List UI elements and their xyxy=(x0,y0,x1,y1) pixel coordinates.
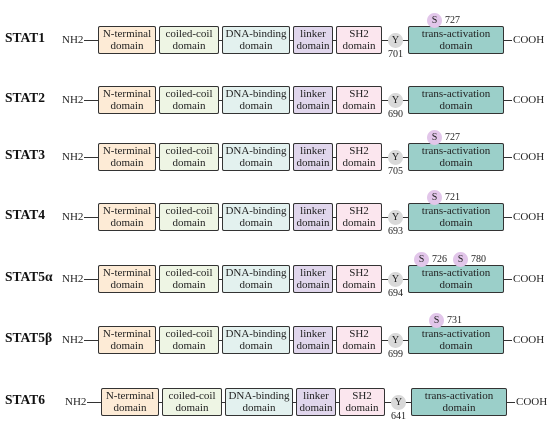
sh2-domain: SH2 domain xyxy=(336,326,382,354)
serine-marker: S xyxy=(429,313,444,328)
n-terminal-domain: N-terminal domain xyxy=(98,265,156,293)
c-terminus-label: COOH xyxy=(516,396,548,408)
trans-activation-domain: trans-activation domain xyxy=(408,86,504,114)
n-terminal-domain: N-terminal domain xyxy=(98,86,156,114)
serine-position: 780 xyxy=(471,254,486,265)
sh2-domain: SH2 domain xyxy=(336,86,382,114)
sh2-domain: SH2 domain xyxy=(336,143,382,171)
serine-position: 721 xyxy=(445,192,460,203)
dna-binding-domain: DNA-binding domain xyxy=(222,26,290,54)
n-terminus-label: NH2 xyxy=(62,34,84,46)
linker-domain: linker domain xyxy=(293,265,333,293)
tyrosine-marker: Y xyxy=(388,333,403,348)
linker-domain: linker domain xyxy=(293,26,333,54)
tyrosine-position: 705 xyxy=(388,166,403,177)
protein-name: STAT5α xyxy=(5,269,53,284)
serine-position: 726 xyxy=(432,254,447,265)
c-terminus-label: COOH xyxy=(513,94,545,106)
tyrosine-position: 701 xyxy=(388,49,403,60)
tyrosine-position: 699 xyxy=(388,349,403,360)
protein-name: STAT1 xyxy=(5,30,46,45)
n-terminus-label: NH2 xyxy=(62,334,84,346)
linker-domain: linker domain xyxy=(293,326,333,354)
tyrosine-marker: Y xyxy=(388,150,403,165)
n-terminal-domain: N-terminal domain xyxy=(101,388,159,416)
serine-position: 727 xyxy=(445,132,460,143)
tyrosine-marker: Y xyxy=(388,33,403,48)
serine-marker: S xyxy=(427,190,442,205)
protein-name: STAT2 xyxy=(5,90,46,105)
dna-binding-domain: DNA-binding domain xyxy=(222,265,290,293)
n-terminal-domain: N-terminal domain xyxy=(98,203,156,231)
tyrosine-marker: Y xyxy=(388,272,403,287)
coiled-coil-domain: coiled-coil domain xyxy=(159,143,219,171)
c-terminus-label: COOH xyxy=(513,34,545,46)
dna-binding-domain: DNA-binding domain xyxy=(222,326,290,354)
serine-marker: S xyxy=(453,252,468,267)
n-terminal-domain: N-terminal domain xyxy=(98,326,156,354)
c-terminus-label: COOH xyxy=(513,273,545,285)
serine-marker: S xyxy=(427,13,442,28)
n-terminus-label: NH2 xyxy=(62,211,84,223)
trans-activation-domain: trans-activation domain xyxy=(408,26,504,54)
coiled-coil-domain: coiled-coil domain xyxy=(159,203,219,231)
c-terminus-label: COOH xyxy=(513,211,545,223)
sh2-domain: SH2 domain xyxy=(336,203,382,231)
coiled-coil-domain: coiled-coil domain xyxy=(159,26,219,54)
linker-domain: linker domain xyxy=(293,143,333,171)
n-terminal-domain: N-terminal domain xyxy=(98,143,156,171)
coiled-coil-domain: coiled-coil domain xyxy=(162,388,222,416)
dna-binding-domain: DNA-binding domain xyxy=(222,143,290,171)
linker-domain: linker domain xyxy=(293,86,333,114)
protein-name: STAT4 xyxy=(5,207,46,222)
trans-activation-domain: trans-activation domain xyxy=(408,203,504,231)
trans-activation-domain: trans-activation domain xyxy=(408,326,504,354)
tyrosine-marker: Y xyxy=(388,93,403,108)
tyrosine-marker: Y xyxy=(391,395,406,410)
tyrosine-position: 690 xyxy=(388,109,403,120)
trans-activation-domain: trans-activation domain xyxy=(408,143,504,171)
n-terminus-label: NH2 xyxy=(65,396,87,408)
sh2-domain: SH2 domain xyxy=(339,388,385,416)
c-terminus-label: COOH xyxy=(513,151,545,163)
n-terminus-label: NH2 xyxy=(62,94,84,106)
sh2-domain: SH2 domain xyxy=(336,265,382,293)
serine-marker: S xyxy=(427,130,442,145)
coiled-coil-domain: coiled-coil domain xyxy=(159,265,219,293)
dna-binding-domain: DNA-binding domain xyxy=(222,86,290,114)
trans-activation-domain: trans-activation domain xyxy=(411,388,507,416)
c-terminus-label: COOH xyxy=(513,334,545,346)
linker-domain: linker domain xyxy=(296,388,336,416)
coiled-coil-domain: coiled-coil domain xyxy=(159,326,219,354)
tyrosine-position: 693 xyxy=(388,226,403,237)
tyrosine-position: 641 xyxy=(391,411,406,422)
dna-binding-domain: DNA-binding domain xyxy=(225,388,293,416)
n-terminus-label: NH2 xyxy=(62,151,84,163)
tyrosine-marker: Y xyxy=(388,210,403,225)
n-terminal-domain: N-terminal domain xyxy=(98,26,156,54)
n-terminus-label: NH2 xyxy=(62,273,84,285)
coiled-coil-domain: coiled-coil domain xyxy=(159,86,219,114)
protein-name: STAT3 xyxy=(5,147,46,162)
serine-position: 731 xyxy=(447,315,462,326)
tyrosine-position: 694 xyxy=(388,288,403,299)
trans-activation-domain: trans-activation domain xyxy=(408,265,504,293)
sh2-domain: SH2 domain xyxy=(336,26,382,54)
protein-name: STAT5β xyxy=(5,330,53,345)
serine-marker: S xyxy=(414,252,429,267)
dna-binding-domain: DNA-binding domain xyxy=(222,203,290,231)
serine-position: 727 xyxy=(445,15,460,26)
linker-domain: linker domain xyxy=(293,203,333,231)
protein-name: STAT6 xyxy=(5,392,46,407)
